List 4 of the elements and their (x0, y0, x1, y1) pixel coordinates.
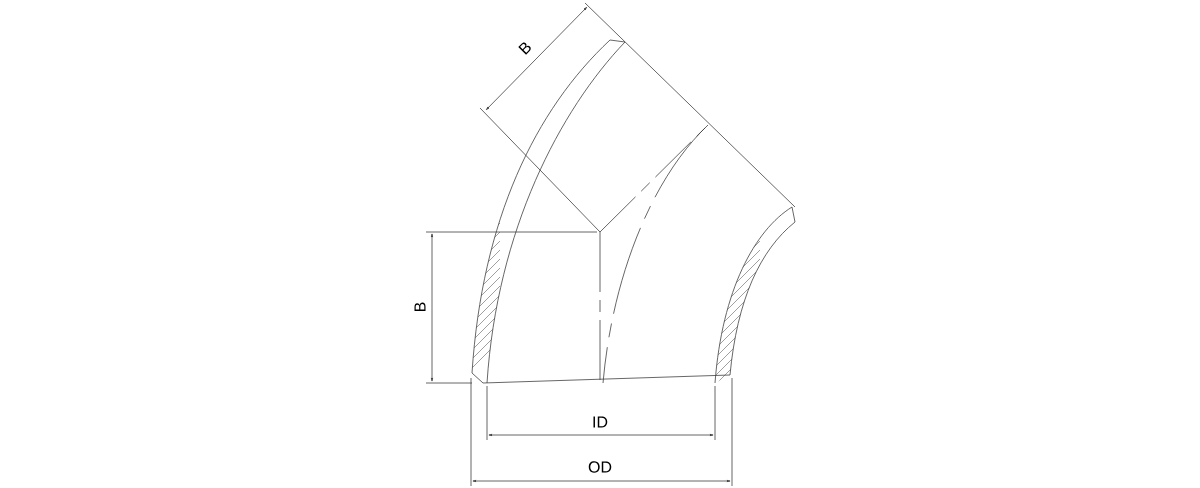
dimension-label: B (414, 302, 426, 311)
dimension-label: OD (588, 461, 612, 473)
dimension-label: ID (593, 416, 608, 428)
dimension-label: B (518, 42, 531, 55)
